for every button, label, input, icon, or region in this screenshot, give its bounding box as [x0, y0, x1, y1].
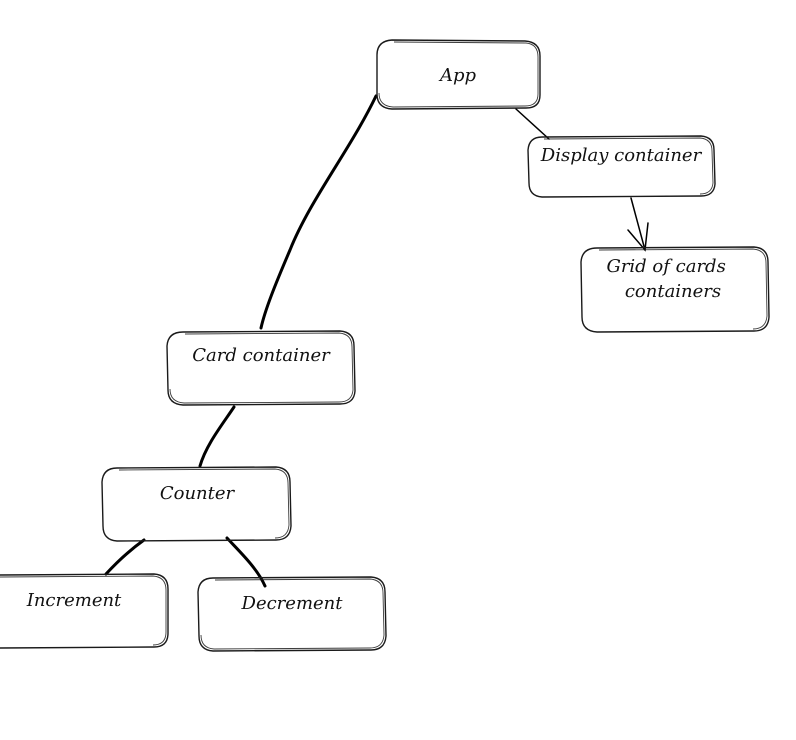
- node-display-container-label: Display container: [540, 145, 703, 166]
- edge-counter-to-increment: [104, 538, 146, 576]
- edge-app-to-display-container: [515, 108, 550, 140]
- node-increment: Increment: [0, 573, 169, 649]
- node-grid-label-line-2: containers: [625, 281, 721, 302]
- node-increment-label: Increment: [26, 590, 122, 611]
- node-card-container-label: Card container: [192, 345, 331, 366]
- node-app: App: [376, 39, 541, 110]
- node-decrement: Decrement: [197, 576, 387, 652]
- arrowhead-grid: [627, 222, 649, 252]
- node-decrement-label: Decrement: [241, 593, 344, 614]
- edge-card-container-to-counter: [198, 405, 236, 468]
- node-grid-of-cards-containers: Grid of cards containers: [580, 246, 770, 333]
- edge-counter-to-decrement: [225, 536, 267, 588]
- node-app-label: App: [438, 65, 477, 86]
- node-grid-label-line-1: Grid of cards: [606, 256, 725, 277]
- node-card-container: Card container: [166, 330, 356, 406]
- node-grid-label: Grid of cards containers: [606, 256, 731, 302]
- node-display-container: Display container: [527, 135, 716, 198]
- edge-display-to-grid: [630, 197, 646, 251]
- node-counter: Counter: [101, 466, 292, 542]
- edge-app-to-card-container: [259, 94, 378, 330]
- node-counter-label: Counter: [160, 483, 236, 504]
